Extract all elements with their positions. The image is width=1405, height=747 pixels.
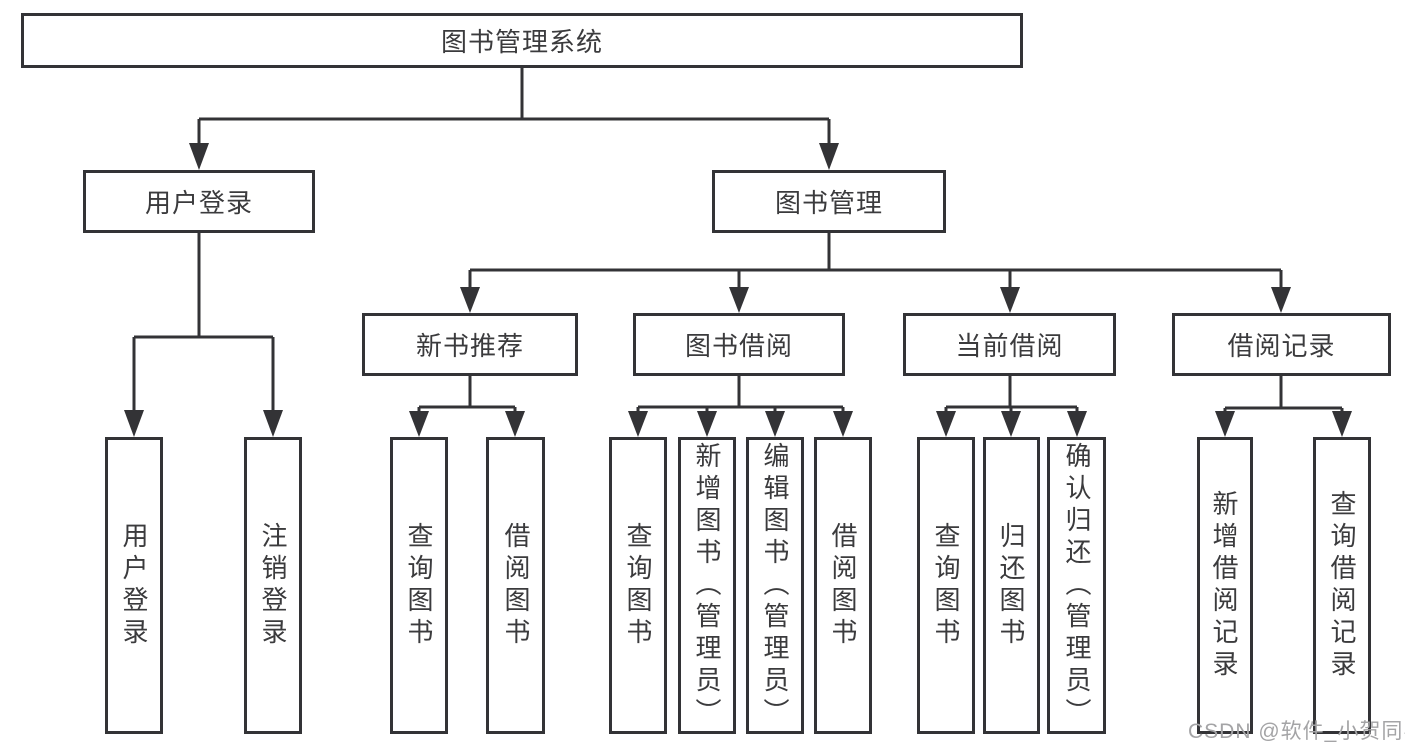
node-borrowing-records: 借阅记录: [1172, 313, 1391, 376]
arrow-new-book-rec: [460, 287, 480, 313]
arrow-leaf-br-query: [1332, 411, 1352, 437]
arrow-leaf-nb-borrow: [505, 411, 525, 437]
node-book-management: 图书管理: [712, 170, 946, 233]
arrow-leaf-nb-query: [409, 411, 429, 437]
csdn-watermark: CSDN @软件_小贺同学: [1188, 720, 1405, 743]
arrow-leaf-cb-return: [1001, 411, 1021, 437]
leaf-query-borrow-record: 查询借阅记录: [1313, 437, 1371, 734]
arrow-leaf-bb-edit: [765, 411, 785, 437]
arrow-leaf-br-add: [1215, 411, 1235, 437]
arrow-book-borrow: [729, 287, 749, 313]
arrow-leaf-user-login: [124, 410, 144, 437]
leaf-add-borrow-record: 新增借阅记录: [1197, 437, 1253, 734]
arrow-leaf-cb-query: [936, 411, 956, 437]
leaf-borrow-books-2: 借阅图书: [814, 437, 872, 734]
arrow-borrow-record: [1271, 287, 1291, 313]
arrow-book-mgmt: [819, 143, 839, 170]
arrow-current-borrow: [1000, 287, 1020, 313]
arrow-leaf-cb-confirm: [1067, 411, 1087, 437]
leaf-query-books-2: 查询图书: [609, 437, 667, 734]
leaf-return-books: 归还图书: [983, 437, 1040, 734]
arrowheads: [124, 143, 1352, 437]
arrow-leaf-logout: [263, 410, 283, 437]
leaf-add-books-admin: 新增图书（管理员）: [678, 437, 736, 734]
node-user-login: 用户登录: [83, 170, 315, 233]
arrow-leaf-bb-borrow: [833, 411, 853, 437]
arrow-user-login: [189, 143, 209, 170]
leaf-logout: 注销登录: [244, 437, 302, 734]
node-root-system: 图书管理系统: [21, 13, 1023, 68]
node-current-borrowing: 当前借阅: [903, 313, 1116, 376]
node-new-book-recommend: 新书推荐: [362, 313, 578, 376]
arrow-leaf-bb-query: [628, 411, 648, 437]
leaf-query-books-3: 查询图书: [917, 437, 975, 734]
leaf-user-login: 用户登录: [105, 437, 163, 734]
leaf-borrow-books: 借阅图书: [486, 437, 545, 734]
leaf-confirm-return-admin: 确认归还（管理员）: [1047, 437, 1106, 734]
leaf-query-books: 查询图书: [390, 437, 448, 734]
arrow-leaf-bb-add: [697, 411, 717, 437]
node-book-borrowing: 图书借阅: [633, 313, 845, 376]
leaf-edit-books-admin: 编辑图书（管理员）: [746, 437, 804, 734]
